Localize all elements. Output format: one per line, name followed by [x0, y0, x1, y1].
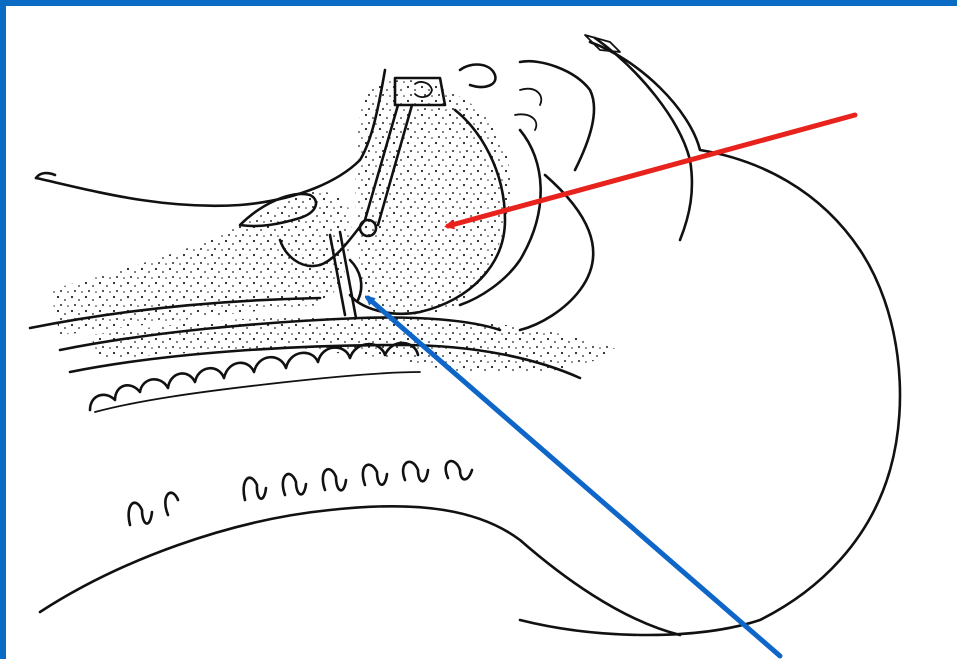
vertebrae-lower-edge	[95, 372, 420, 412]
airway-diagram	[6, 6, 957, 659]
tracheal-rings	[129, 461, 472, 525]
pharynx-stipple	[50, 191, 351, 335]
oral-cavity-stipple	[356, 80, 511, 314]
posterior-neck-upper	[36, 173, 55, 178]
anterior-neck	[40, 506, 680, 635]
hard-palate	[460, 65, 495, 87]
upper-lip	[520, 61, 594, 170]
forehead-line	[595, 38, 692, 240]
illustration-canvas	[6, 6, 957, 659]
nasal-floor	[36, 70, 385, 206]
teeth-upper	[515, 89, 541, 130]
